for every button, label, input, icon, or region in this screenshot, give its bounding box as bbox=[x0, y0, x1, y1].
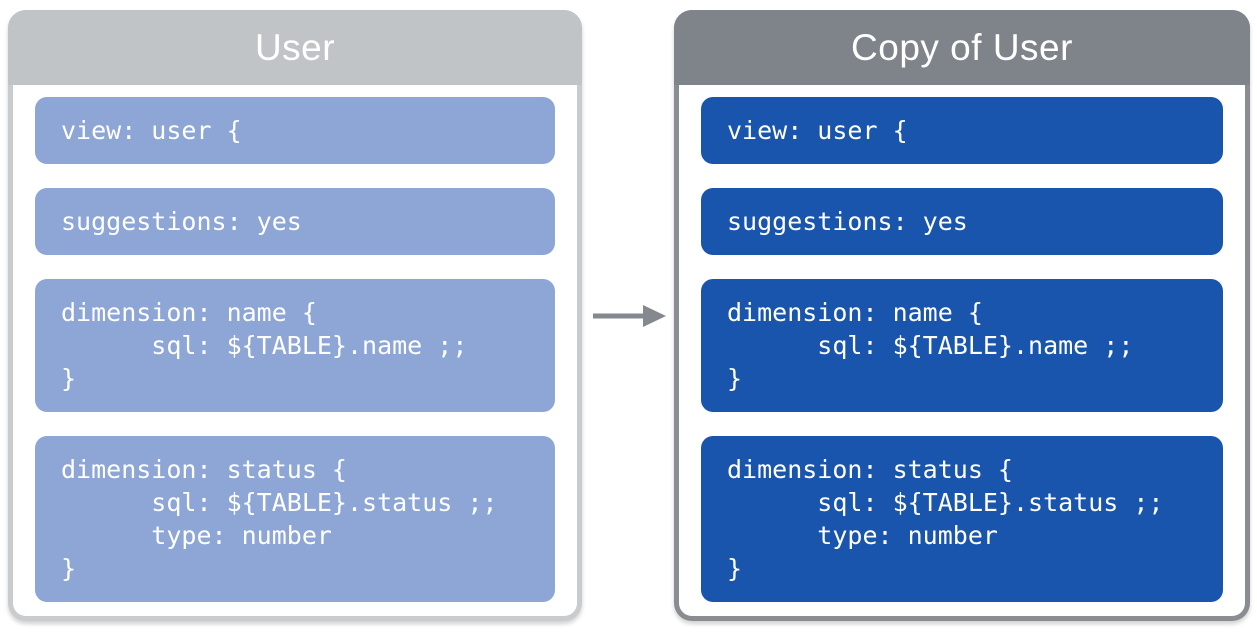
code-line: suggestions: yes bbox=[61, 207, 302, 236]
code-block-dimension-status: dimension: status { sql: ${TABLE}.status… bbox=[701, 436, 1223, 602]
code-line: dimension: status { bbox=[727, 455, 1013, 484]
code-line: } bbox=[727, 364, 743, 393]
code-line: view: user { bbox=[61, 116, 242, 145]
code-block-view: view: user { bbox=[701, 97, 1223, 164]
code-block-dimension-status: dimension: status { sql: ${TABLE}.status… bbox=[35, 436, 555, 602]
code-line: } bbox=[61, 364, 77, 393]
user-panel-body: view: user { suggestions: yes dimension:… bbox=[13, 85, 577, 616]
code-block-dimension-name: dimension: name { sql: ${TABLE}.name ;; … bbox=[701, 279, 1223, 412]
copy-of-user-panel-title: Copy of User bbox=[851, 26, 1073, 68]
arrow-right-icon bbox=[592, 302, 668, 330]
copy-of-user-panel-body: view: user { suggestions: yes dimension:… bbox=[679, 85, 1245, 616]
code-block-dimension-name: dimension: name { sql: ${TABLE}.name ;; … bbox=[35, 279, 555, 412]
code-line: dimension: name { bbox=[727, 298, 983, 327]
code-line: } bbox=[61, 554, 77, 583]
code-line: dimension: name { bbox=[61, 298, 317, 327]
user-panel: User view: user { suggestions: yes dimen… bbox=[8, 10, 582, 621]
code-block-view: view: user { bbox=[35, 97, 555, 164]
user-panel-title: User bbox=[254, 26, 336, 68]
code-line: sql: ${TABLE}.name ;; bbox=[61, 331, 468, 360]
code-line: type: number bbox=[727, 521, 998, 550]
code-line: sql: ${TABLE}.status ;; bbox=[61, 488, 498, 517]
copy-of-user-panel-header: Copy of User bbox=[674, 10, 1250, 85]
code-line: } bbox=[727, 554, 743, 583]
code-line: type: number bbox=[61, 521, 332, 550]
code-block-suggestions: suggestions: yes bbox=[35, 188, 555, 255]
code-line: suggestions: yes bbox=[727, 207, 968, 236]
code-line: dimension: status { bbox=[61, 455, 347, 484]
user-panel-header: User bbox=[8, 10, 582, 85]
copy-of-user-panel: Copy of User view: user { suggestions: y… bbox=[674, 10, 1250, 621]
code-block-suggestions: suggestions: yes bbox=[701, 188, 1223, 255]
code-line: sql: ${TABLE}.name ;; bbox=[727, 331, 1134, 360]
code-line: view: user { bbox=[727, 116, 908, 145]
code-line: sql: ${TABLE}.status ;; bbox=[727, 488, 1164, 517]
